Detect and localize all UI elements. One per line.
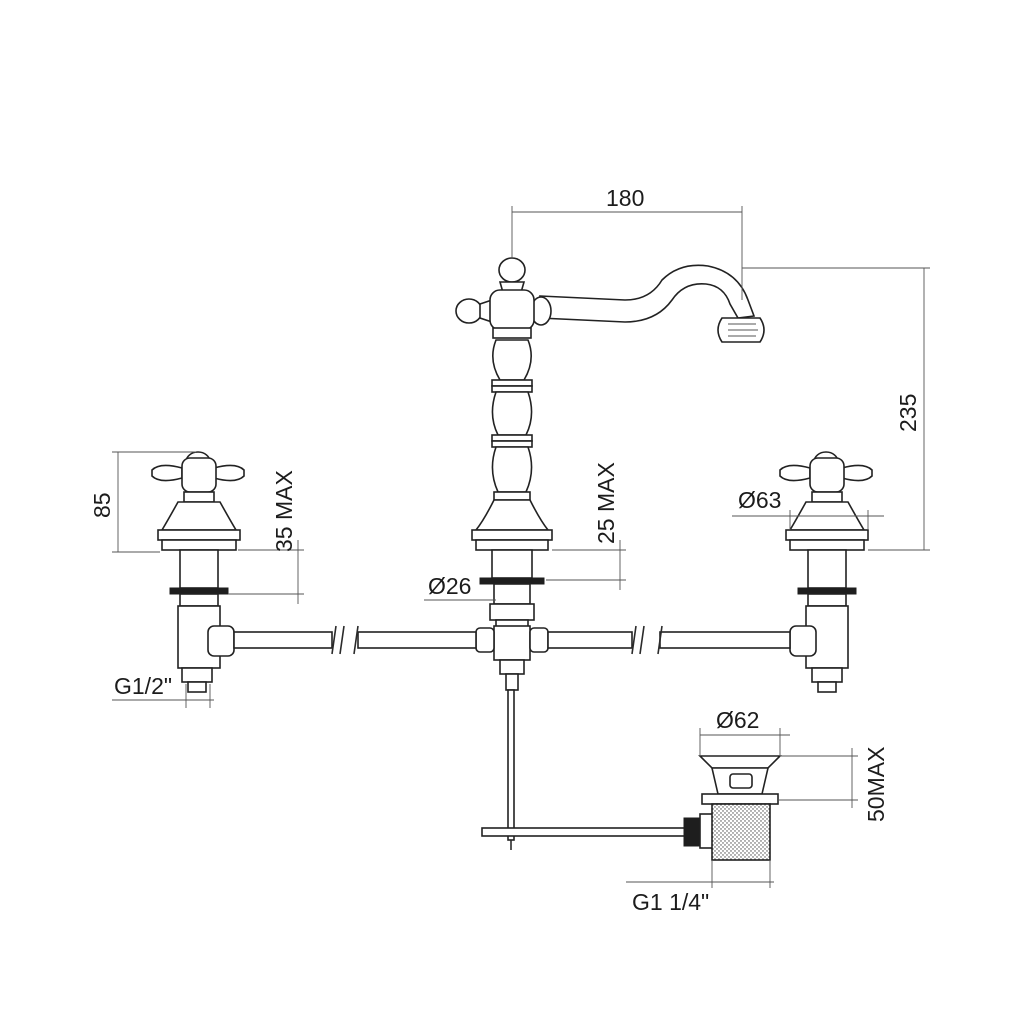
dim-waste-thickness: 50MAX (863, 747, 889, 822)
dim-handle-height: 85 (89, 492, 115, 518)
dim-spout-reach: 180 (606, 185, 644, 211)
spout-base (474, 499, 550, 531)
dim-waste-thread: G1 1/4" (632, 889, 709, 915)
dim-inlet-thread: G1/2" (114, 673, 172, 699)
popup-lever (481, 827, 691, 837)
dim-handle-diameter: Ø63 (738, 487, 781, 513)
spout-column (492, 339, 532, 381)
right-valve (779, 451, 873, 693)
top-knob (498, 257, 526, 283)
spout-arm (539, 264, 756, 323)
popup-rod (507, 689, 515, 841)
dim-center-deck: 25 MAX (593, 462, 619, 544)
left-handle-hub (181, 457, 217, 493)
waste-body (711, 803, 771, 861)
right-handle-hub (809, 457, 845, 493)
center-deck-washer (479, 577, 545, 585)
dim-center-hole: Ø26 (428, 573, 471, 599)
spout-hub (489, 289, 535, 331)
popup-waste (481, 755, 782, 861)
dim-left-deck: 35 MAX (271, 470, 297, 552)
dim-spout-height: 235 (895, 394, 921, 432)
left-knob (455, 298, 483, 324)
dimension-lines (112, 206, 930, 888)
center-tee (493, 625, 531, 661)
dim-waste-diameter: Ø62 (716, 707, 759, 733)
connecting-hoses (233, 625, 791, 655)
spout-assembly (455, 257, 765, 850)
left-valve (151, 451, 245, 693)
waste-flange (698, 755, 782, 769)
